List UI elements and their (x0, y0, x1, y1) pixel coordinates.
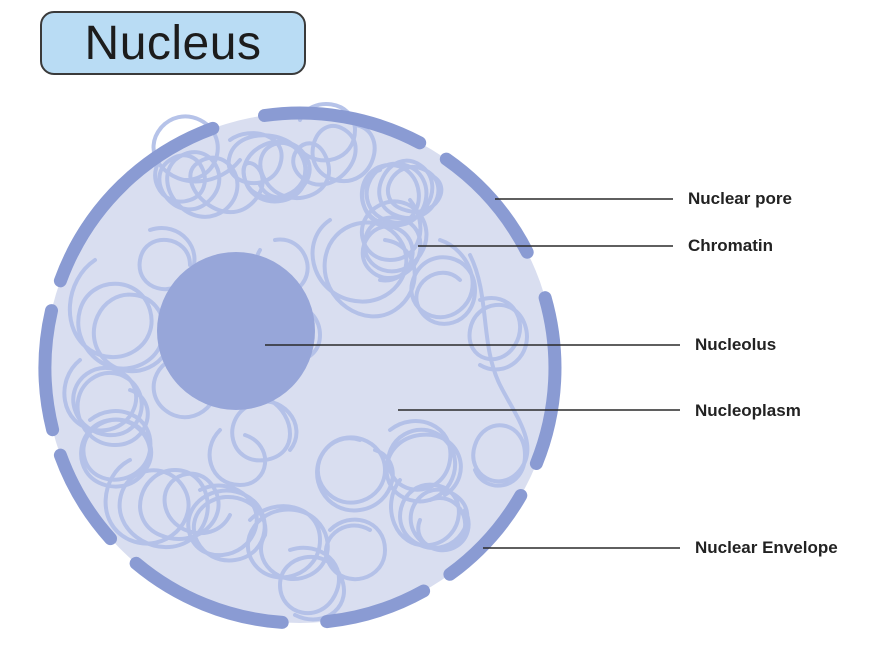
label-nuclear-pore: Nuclear pore (688, 189, 792, 208)
label-nucleoplasm: Nucleoplasm (695, 401, 801, 420)
title-box: Nucleus (40, 11, 306, 75)
envelope-segment (258, 106, 427, 150)
envelope-segment (443, 489, 528, 581)
envelope-segment (129, 556, 289, 629)
diagram-title: Nucleus (84, 16, 262, 70)
label-nucleolus: Nucleolus (695, 335, 777, 354)
envelope-segment (53, 448, 117, 546)
leader-lines (265, 198, 680, 549)
envelope-segment (439, 152, 534, 259)
envelope-segment (529, 291, 562, 470)
envelope-segment (38, 304, 60, 437)
chromatin-strands (62, 102, 530, 622)
nucleolus-body (157, 252, 315, 410)
label-chromatin: Chromatin (688, 236, 773, 255)
label-nuclear-envelope: Nuclear Envelope (695, 538, 838, 557)
envelope-segment (320, 584, 431, 629)
envelope-segment (53, 178, 130, 288)
nuclear-envelope (38, 106, 562, 629)
